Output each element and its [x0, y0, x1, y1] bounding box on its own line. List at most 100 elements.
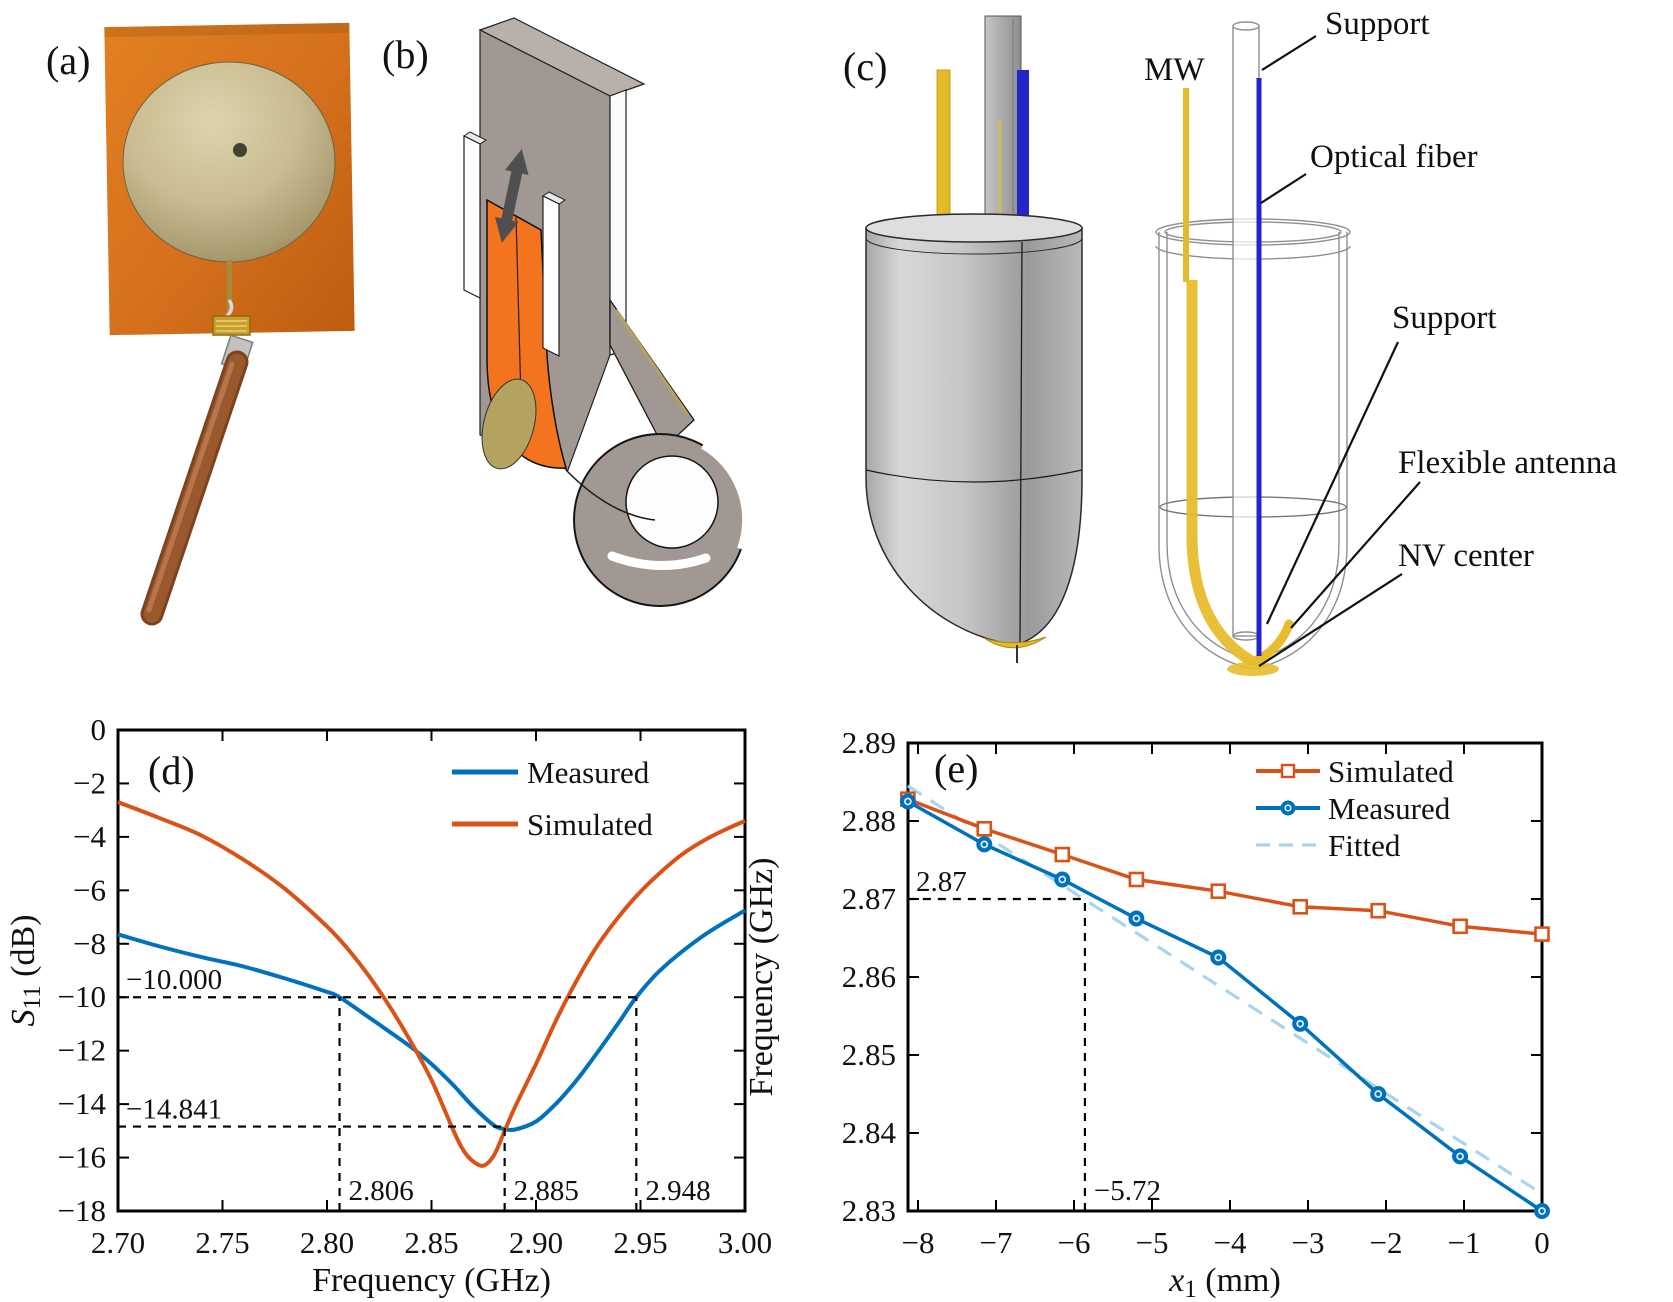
marker-square [976, 820, 993, 837]
x-tick-label: 2.70 [91, 1225, 145, 1260]
x-tick-label: 2.80 [300, 1225, 354, 1260]
legend-label: Simulated [527, 807, 653, 842]
y-tick-label: 2.84 [842, 1115, 897, 1150]
marker-circle [1210, 949, 1227, 966]
series-measured [907, 799, 1543, 1213]
y-axis-label: S11 (dB) [5, 915, 46, 1027]
annotation-label: 2.885 [514, 1175, 579, 1207]
y-tick-label: −4 [73, 819, 106, 854]
label-nv-center: NV center [1398, 538, 1534, 574]
x-axis-label: x1 (mm) [1168, 1262, 1281, 1302]
marker-square [1054, 846, 1071, 863]
x-tick-label: 2.90 [509, 1225, 563, 1260]
y-tick-label: −16 [58, 1140, 106, 1175]
y-tick-label: 2.85 [842, 1037, 896, 1072]
y-tick-label: −2 [73, 765, 106, 800]
panel-d-label: (d) [148, 748, 195, 793]
slide-arrow-icon [495, 149, 529, 243]
marker-circle [1452, 1148, 1469, 1165]
y-tick-label: 0 [91, 712, 107, 747]
y-tick-label: 2.86 [842, 959, 896, 994]
label-support-top: Support [1325, 6, 1430, 42]
x-tick-label: 2.95 [613, 1225, 667, 1260]
panel-e-label: (e) [934, 746, 978, 791]
chart-s11: 2.70 2.75 2.80 2.85 2.90 2.95 3.00 0 −2 −4 −6 −8 −10… [5, 712, 772, 1299]
probe-seam-horizontal [865, 469, 1083, 483]
marker-square [1292, 898, 1308, 915]
x-tick-label: −2 [1370, 1225, 1403, 1260]
series-measured [117, 908, 747, 1133]
y-tick-label: 2.88 [842, 803, 896, 838]
y-tick-label: −8 [73, 926, 106, 961]
legend-label: Measured [1328, 791, 1451, 826]
marker-square [1534, 926, 1550, 942]
marker-circle [976, 836, 993, 853]
x-tick-label: −3 [1292, 1225, 1325, 1260]
cad-roll-slot [607, 551, 711, 570]
y-tick-label: −6 [73, 872, 106, 907]
disc-feed-hole [233, 143, 247, 157]
probe-solid [865, 15, 1083, 663]
panel-a-label: (a) [46, 38, 90, 83]
x-tick-label: −8 [902, 1225, 935, 1260]
legend-label: Simulated [1328, 754, 1454, 789]
legend-label: Measured [527, 755, 650, 790]
y-tick-label: 2.89 [842, 725, 896, 760]
support-tube-left [984, 15, 1022, 221]
annotation-label: 2.87 [916, 866, 967, 898]
mw-wire-left [936, 69, 951, 221]
label-mw: MW [1144, 52, 1205, 88]
x-tick-label: −6 [1058, 1225, 1091, 1260]
cad-right-rail [542, 195, 560, 357]
x-tick-label: 3.00 [718, 1225, 772, 1260]
annotation-label: −10.000 [126, 964, 222, 996]
x-tick-label: 0 [1534, 1225, 1550, 1260]
marker-circle [899, 793, 916, 810]
chart-frequency-vs-x1: −8 −7 −6 −5 −4 −3 −2 −1 0 2.83 2.84 2.85 2.86 2.87 2.8… [743, 725, 1550, 1302]
x-tick-label: 2.85 [404, 1225, 458, 1260]
annotation-label: −5.72 [1094, 1175, 1161, 1207]
panel-a-photo: (a) [46, 22, 355, 626]
cad-olive-region [481, 378, 537, 470]
marker-square [1452, 918, 1468, 935]
y-tick-label: 2.87 [842, 881, 896, 916]
y-tick-label: 2.83 [842, 1193, 896, 1228]
y-tick-label: −14 [58, 1086, 107, 1121]
leader-lines [1258, 35, 1421, 667]
probe-body [865, 227, 1083, 646]
label-flexible-antenna: Flexible antenna [1398, 445, 1617, 481]
feed-stem [227, 260, 232, 312]
antenna-disc [122, 61, 336, 263]
probe-seam-vertical [1019, 241, 1023, 643]
x-tick-label: −1 [1448, 1225, 1481, 1260]
annotation-label: −14.841 [126, 1094, 222, 1126]
marker-square [1128, 871, 1145, 888]
x-tick-label: −4 [1214, 1225, 1247, 1260]
marker-circle [1534, 1203, 1550, 1219]
marker-square [1370, 902, 1386, 919]
support-tube-right [1232, 25, 1260, 637]
x-axis-label: Frequency (GHz) [312, 1262, 551, 1299]
x-tick-label: −5 [1136, 1225, 1169, 1260]
y-tick-label: −12 [58, 1033, 106, 1068]
marker-circle [1128, 910, 1145, 927]
x-tick-label: 2.75 [195, 1225, 249, 1260]
coax-cable [143, 353, 246, 623]
panel-c-label: (c) [843, 44, 887, 89]
annotation-label: 2.948 [645, 1175, 710, 1207]
annotation-label: 2.806 [349, 1175, 414, 1207]
panel-c-diagram: (c) [843, 6, 1617, 676]
x-tick-label: −7 [980, 1225, 1013, 1260]
probe-tip-yellow [983, 636, 1047, 649]
label-support-mid: Support [1392, 300, 1497, 336]
series-fitted [907, 784, 1543, 1196]
panel-b-label: (b) [382, 32, 429, 77]
series-simulated [117, 800, 746, 1168]
y-tick-label: −18 [58, 1193, 106, 1228]
optical-fiber-left [1017, 70, 1029, 220]
marker-circle [1370, 1086, 1387, 1102]
flexible-antenna-strip [1183, 88, 1294, 676]
label-optical-fiber: Optical fiber [1310, 139, 1478, 175]
